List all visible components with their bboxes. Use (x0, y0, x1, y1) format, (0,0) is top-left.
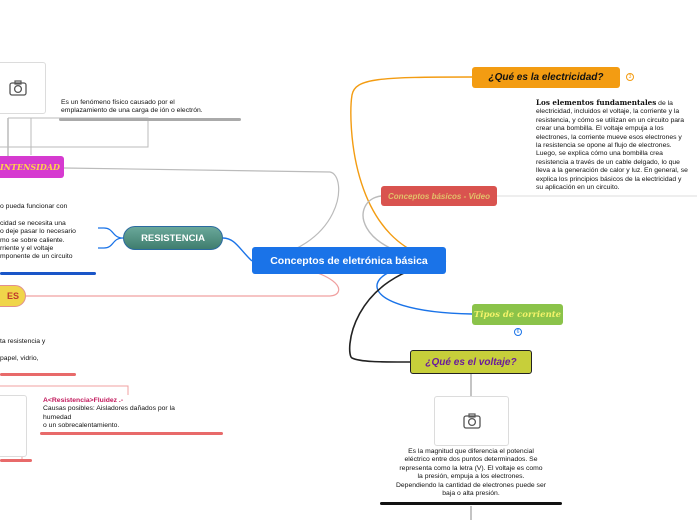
central-label: Conceptos de eletrónica básica (270, 254, 428, 267)
badge-count: 3 (628, 74, 632, 80)
aislantes-note: ta resistencia y papel, vidrio, (0, 338, 45, 363)
fluidez-note: A<Resistencia>Fluidez .- Causas posibles… (43, 397, 175, 431)
camera-icon (462, 413, 481, 429)
central-topic[interactable]: Conceptos de eletrónica básica (252, 247, 446, 274)
note-line: mo se sobre caliente. (0, 236, 65, 244)
note-underline (380, 502, 562, 505)
badge-count: 6 (516, 329, 520, 335)
intensidad-label: O INTENSIDAD (0, 162, 60, 172)
note-line: Luego, se explica cómo una bombilla crea (536, 150, 663, 158)
fenomeno-note: Es un fenómeno físico causado por el emp… (61, 99, 203, 116)
resistencia-label: RESISTENCIA (141, 232, 205, 244)
note-line (0, 346, 45, 354)
note-count-badge[interactable]: 6 (514, 328, 522, 336)
note-underline (40, 432, 223, 435)
node-label: ¿Qué es la electricidad? (488, 72, 604, 83)
note-line: baja o alta presión. (442, 490, 500, 498)
node-label: Conceptos básicos - Video (388, 191, 490, 201)
node-label: ¿Qué es el voltaje? (425, 356, 517, 368)
es-label: ES (6, 291, 19, 301)
elementos-note: Los elementos fundamentales de la electr… (536, 98, 688, 192)
note-line: lleva a la generación de calor y luz. En… (536, 167, 688, 175)
note-line: Causas posibles: Aisladores dañados por … (43, 405, 175, 413)
note-title-rest: de la (656, 100, 673, 107)
note-line: mponente de un circuito (0, 253, 73, 261)
conceptos-video-node[interactable]: Conceptos básicos - Video (381, 186, 497, 206)
note-line: o un sobrecalentamiento. (43, 422, 120, 430)
tipos-corriente-node[interactable]: Tipos de corriente (472, 304, 563, 325)
note-line: Dependiendo la cantidad de electrones pu… (395, 481, 547, 489)
note-line: humedad (43, 413, 72, 421)
intensidad-node[interactable]: O INTENSIDAD (0, 156, 64, 178)
image-placeholder[interactable] (434, 396, 509, 446)
note-line: representa como la letra (V). El voltaje… (399, 464, 543, 472)
note-line: o pueda funcionar con (0, 203, 68, 210)
voltaje-note: Es la magnitud que diferencia el potenci… (380, 448, 562, 498)
node-label: Tipos de corriente (473, 309, 562, 320)
resistencia-node[interactable]: RESISTENCIA (123, 226, 223, 250)
fluidez-title: A<Resistencia>Fluidez .- (43, 397, 124, 404)
que-es-electricidad-node[interactable]: ¿Qué es la electricidad? (472, 67, 620, 88)
note-title: Los elementos fundamentales (536, 98, 657, 107)
note-line: electricidad, incluidos el voltaje, la c… (536, 108, 680, 116)
note-line: electrones, la corriente mueve esos elec… (536, 133, 682, 141)
note-line: la presión, empuja a los electrones. (417, 473, 525, 481)
note-underline (59, 118, 241, 121)
es-node[interactable]: ES (0, 285, 26, 307)
image-placeholder[interactable] (0, 62, 46, 114)
que-es-voltaje-node[interactable]: ¿Qué es el voltaje? (410, 350, 532, 374)
note-line: rriente y el voltaje (0, 245, 54, 253)
note-line: eléctrico entre dos puntos determinados.… (404, 456, 538, 464)
note-line: crear una bombilla. El voltaje empuja a … (536, 125, 664, 133)
camera-icon (9, 80, 27, 96)
note-line: Es la magnitud que diferencia el potenci… (408, 448, 534, 455)
note-line: la resistencia se opone al flujo de elec… (536, 142, 672, 150)
note-title-line: Los elementos fundamentales de la (536, 98, 688, 108)
image-placeholder[interactable] (0, 395, 27, 457)
note-line: cidad se necesita una (0, 219, 66, 227)
note-line: ta resistencia y (0, 338, 46, 345)
note-underline (0, 373, 76, 376)
note-underline (0, 459, 32, 462)
note-line: su aplicación en un circuito. (536, 184, 620, 192)
note-line: Es un fenómeno físico causado por el (61, 99, 175, 106)
note-line: resistencia a través de un cable delgado… (536, 158, 680, 166)
note-line: emplazamiento de una carga de ión o elec… (61, 107, 203, 115)
note-line: o deje pasar lo necesario (0, 228, 76, 236)
note-line: papel, vidrio, (0, 354, 39, 362)
note-underline (0, 272, 96, 275)
note-line: explica los principios básicos de la ele… (536, 175, 682, 183)
note-count-badge[interactable]: 3 (626, 73, 634, 81)
resistencia-note: o pueda funcionar con cidad se necesita … (0, 203, 76, 262)
note-line: resistencia, y cómo se utilizan en un ci… (536, 116, 685, 124)
note-line (0, 211, 76, 219)
